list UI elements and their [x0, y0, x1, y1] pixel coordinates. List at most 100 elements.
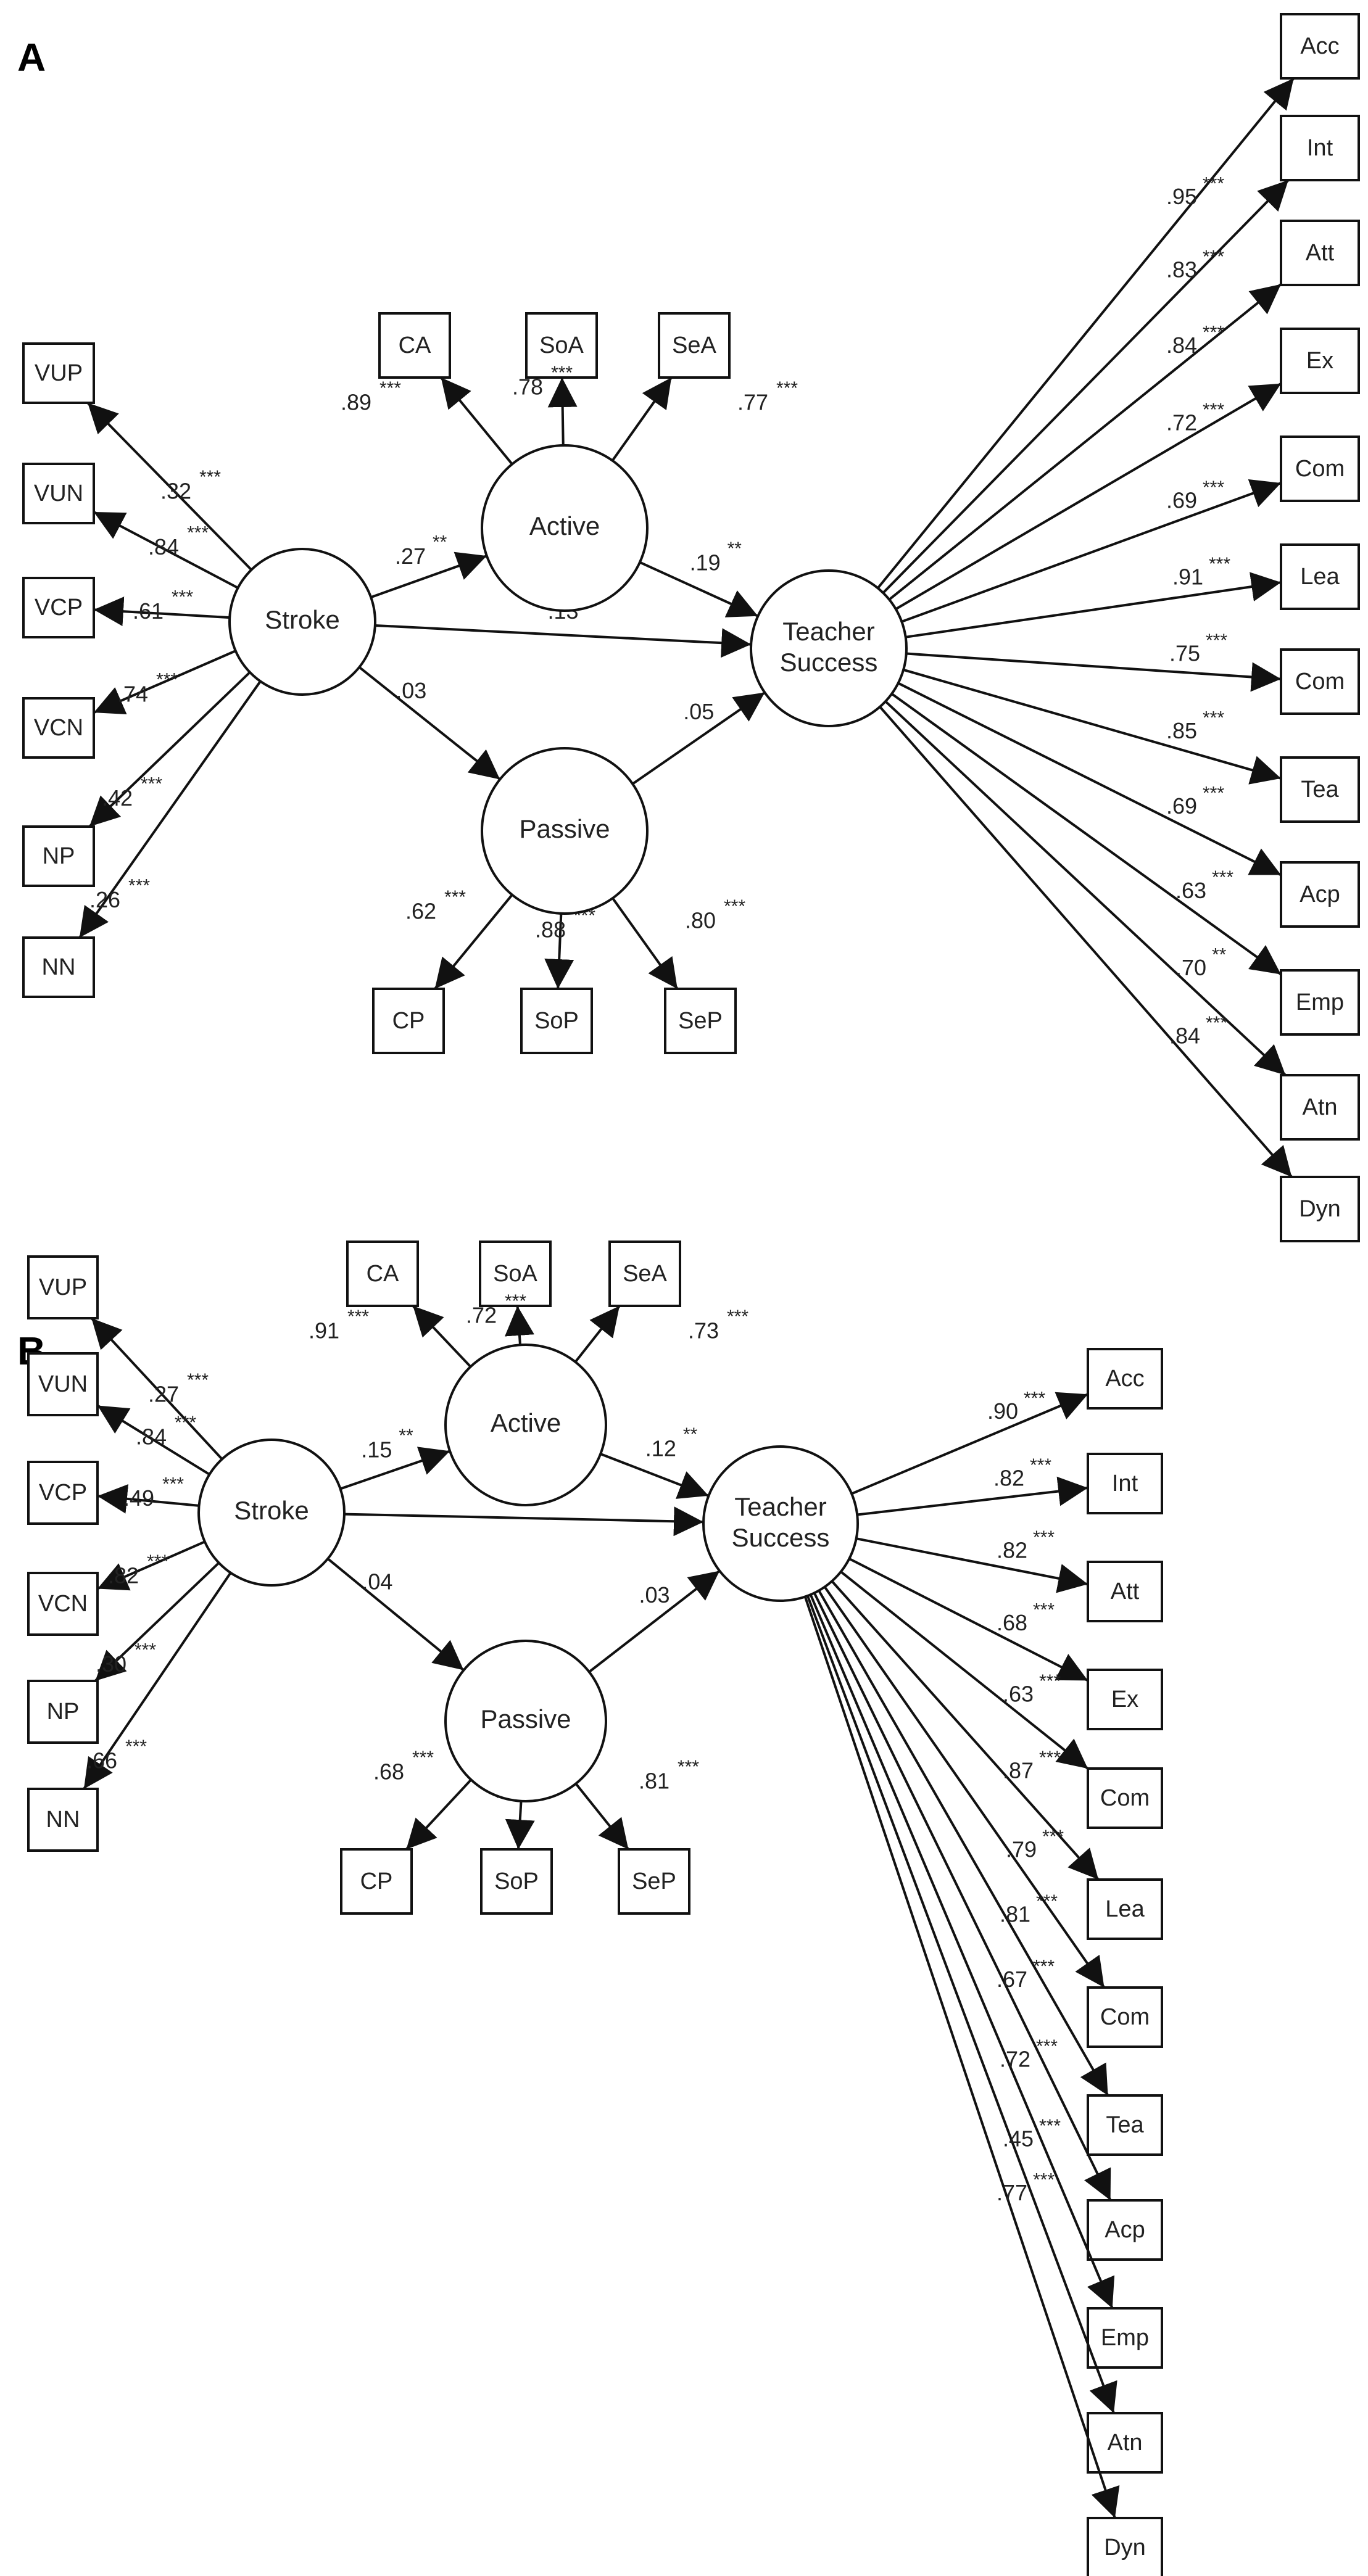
indicator-label: Tea: [1301, 777, 1339, 803]
path-stroke-active-coefficient: .15: [361, 1437, 392, 1462]
loading-value: .91: [1172, 564, 1203, 590]
indicator-box-tea: [1280, 756, 1360, 823]
indicator-label: CP: [360, 1868, 393, 1894]
loading-significance: ***: [776, 378, 798, 398]
latent-success-label-line2: Success: [780, 648, 878, 677]
latent-active: [481, 444, 649, 612]
loading-significance: ***: [1203, 477, 1224, 498]
latent-success-label-line1: Teacher: [782, 617, 874, 646]
indicator-label: SeP: [678, 1008, 723, 1034]
loading-line-passive-cp: [434, 894, 513, 990]
indicator-box-att: [1280, 220, 1360, 286]
indicator-box-sep: [618, 1848, 690, 1915]
loading-significance: ***: [724, 896, 745, 917]
indicator-box-lea: [1087, 1878, 1163, 1940]
indicator-label: Emp: [1101, 2325, 1149, 2351]
indicator-label: Atn: [1107, 2430, 1142, 2456]
indicator-box-com: [1087, 1767, 1163, 1829]
indicator-box-sea: [658, 312, 731, 379]
loading-value: .66: [86, 1748, 117, 1773]
loading-significance: ***: [1036, 2036, 1058, 2057]
loading-line-passive-cp: [405, 1778, 472, 1851]
loading-line-stroke-vun: [96, 1404, 210, 1476]
loading-significance: **: [1212, 945, 1227, 965]
loading-line-success-dyn: [879, 706, 1293, 1178]
loading-line-active-sea: [574, 1305, 621, 1363]
indicator-label: SoP: [534, 1008, 579, 1034]
loading-line-stroke-vcn: [97, 1540, 205, 1591]
loading-line-success-ex: [848, 1558, 1088, 1682]
indicator-label: Com: [1295, 456, 1345, 482]
loading-line-success-tea: [818, 1590, 1109, 2096]
indicator-label: NP: [47, 1699, 80, 1725]
path-passive-success: [632, 691, 766, 785]
indicator-label: SeA: [623, 1261, 667, 1287]
loading-significance: ***: [141, 774, 162, 795]
loading-significance: ***: [1203, 400, 1224, 420]
path-stroke-passive: [359, 666, 501, 781]
indicator-box-com: [1087, 1986, 1163, 2048]
loading-line-success-dyn: [803, 1596, 1120, 2519]
loading-value: .82: [993, 1465, 1024, 1490]
loading-value: .69: [1166, 793, 1197, 819]
loading-line-passive-sep: [574, 1783, 629, 1851]
indicator-box-ca: [346, 1241, 419, 1307]
loading-value: .95: [1166, 184, 1197, 209]
path-stroke-passive-coefficient: .04: [362, 1569, 392, 1595]
loading-line-success-acp: [813, 1592, 1112, 2201]
indicator-label: NN: [46, 1807, 80, 1833]
loading-value: .62: [405, 899, 436, 924]
loading-significance: ***: [1033, 1527, 1055, 1548]
indicator-label: Dyn: [1299, 1196, 1341, 1222]
indicator-label: SoP: [494, 1868, 539, 1894]
loading-value: .84: [148, 534, 179, 559]
indicator-box-nn: [27, 1788, 99, 1852]
indicator-label: VCP: [39, 1480, 87, 1506]
indicator-box-int: [1087, 1453, 1163, 1514]
loading-value: .81: [1000, 1901, 1030, 1926]
latent-success-label-line1: Teacher: [734, 1492, 826, 1521]
loading-significance: ***: [162, 1474, 184, 1495]
indicator-box-lea: [1280, 543, 1360, 610]
loading-value: .49: [123, 1485, 154, 1511]
loading-line-success-lea: [905, 572, 1282, 638]
loading-significance: ***: [175, 1413, 196, 1433]
loading-significance: ***: [128, 876, 150, 896]
loading-value: .67: [997, 1967, 1027, 1992]
loading-significance: ***: [1209, 554, 1230, 574]
loading-value: .83: [1166, 257, 1197, 283]
loading-line-stroke-vcp: [93, 597, 230, 627]
panel-a: A.27**.03.13*.19**.05VUP.32***VUN.84***V…: [17, 13, 1360, 1242]
loading-line-stroke-np: [88, 671, 251, 828]
path-stroke-active-coefficient: .27: [395, 543, 426, 569]
indicator-label: Tea: [1106, 2112, 1144, 2138]
indicator-label: NP: [43, 843, 75, 869]
indicator-box-ex: [1280, 328, 1360, 394]
loading-value: .69: [1166, 487, 1197, 513]
indicator-box-vun: [27, 1352, 99, 1416]
indicator-label: VUP: [39, 1274, 87, 1300]
path-stroke-active: [370, 551, 487, 599]
indicator-label: Att: [1306, 240, 1335, 266]
path-active-success: [600, 1453, 710, 1499]
loading-line-success-com: [906, 652, 1282, 692]
indicator-box-vcp: [27, 1461, 99, 1525]
indicator-box-soa: [525, 312, 598, 379]
loading-significance: ***: [1206, 1013, 1227, 1033]
indicator-box-sop: [480, 1848, 553, 1915]
indicator-box-ex: [1087, 1669, 1163, 1730]
loading-value: .91: [309, 1318, 339, 1344]
loading-significance: ***: [551, 363, 573, 383]
path-stroke-success: [375, 624, 752, 658]
path-stroke-active-significance: **: [433, 532, 447, 553]
indicator-box-soa: [479, 1241, 552, 1307]
loading-significance: ***: [1203, 783, 1224, 804]
indicator-box-vcp: [22, 577, 95, 638]
loading-line-stroke-nn: [78, 680, 262, 939]
indicator-box-emp: [1087, 2307, 1163, 2369]
indicator-label: Acc: [1300, 33, 1339, 59]
indicator-box-vup: [27, 1255, 99, 1319]
loading-value: .73: [688, 1318, 719, 1344]
loading-value: .90: [987, 1398, 1018, 1424]
panel-label-a: A: [17, 35, 46, 80]
